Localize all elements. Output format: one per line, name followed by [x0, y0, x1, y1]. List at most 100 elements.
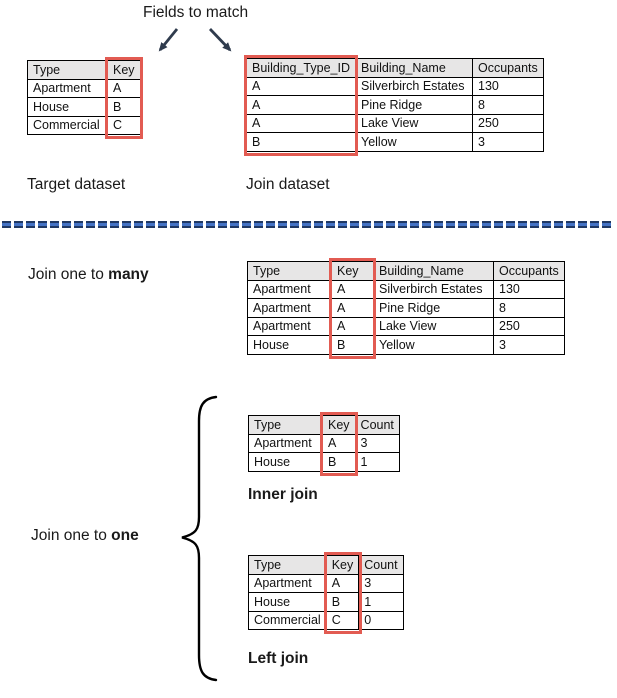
join-one-to-many-label: Join one to many — [28, 266, 149, 284]
left-join-caption: Left join — [248, 650, 309, 667]
table-cell: A — [331, 316, 374, 336]
table-cell: 8 — [472, 95, 544, 115]
fields-to-match-label: Fields to match — [143, 4, 249, 21]
column-header: Type — [248, 555, 327, 575]
table-cell: House — [248, 452, 323, 472]
table-cell: Apartment — [248, 573, 327, 593]
target-dataset-label: Target dataset — [27, 176, 126, 193]
column-header: Key — [322, 415, 356, 435]
join-one-to-many-bold: many — [108, 266, 149, 283]
table-cell: 130 — [472, 76, 544, 96]
table-cell: Yellow — [355, 132, 473, 152]
column-header: Key — [331, 261, 374, 281]
join-one-to-many-prefix: Join one to — [28, 266, 109, 283]
table-cell: C — [325, 610, 360, 630]
table-cell: A — [246, 95, 356, 115]
table-cell: Silverbirch Estates — [355, 76, 473, 96]
column-header: Building_Type_ID — [246, 58, 356, 78]
column-header: Building_Name — [355, 58, 473, 78]
join-dataset-label: Join dataset — [246, 176, 330, 193]
column-header: Occupants — [493, 261, 565, 281]
table-cell: 130 — [493, 279, 565, 299]
arrow-to-target-key-icon — [158, 28, 179, 52]
table-cell: 250 — [472, 113, 544, 133]
table-cell: Pine Ridge — [373, 298, 494, 318]
column-header: Key — [107, 60, 141, 80]
table-cell: Commercial — [248, 610, 327, 630]
table-cell: A — [331, 298, 374, 318]
table-cell: B — [246, 132, 356, 152]
table-cell: Apartment — [27, 78, 108, 98]
column-header: Type — [27, 60, 108, 80]
table-cell: A — [246, 76, 356, 96]
table-cell: Yellow — [373, 335, 494, 355]
table-cell: A — [246, 113, 356, 133]
table-cell: A — [331, 279, 374, 299]
arrow-to-join-key-icon — [208, 28, 232, 52]
table-cell: 8 — [493, 298, 565, 318]
table-cell: Apartment — [247, 316, 332, 336]
column-header: Occupants — [472, 58, 544, 78]
column-header: Count — [354, 415, 400, 435]
column-header: Count — [358, 555, 404, 575]
inner-join-caption: Inner join — [248, 486, 318, 503]
table-cell: Apartment — [248, 433, 323, 453]
table-cell: Apartment — [247, 279, 332, 299]
table-cell: 3 — [354, 433, 400, 453]
column-header: Type — [247, 261, 332, 281]
column-header: Key — [325, 555, 360, 575]
table-cell: B — [322, 452, 356, 472]
table-cell: House — [248, 592, 327, 612]
section-divider — [2, 221, 613, 228]
table-cell: Lake View — [355, 113, 473, 133]
table-cell: Lake View — [373, 316, 494, 336]
table-cell: C — [107, 115, 141, 135]
join-one-to-one-prefix: Join one to — [31, 527, 112, 544]
table-cell: House — [247, 335, 332, 355]
table-cell: 250 — [493, 316, 565, 336]
column-header: Type — [248, 415, 323, 435]
table-cell: 3 — [472, 132, 544, 152]
fields-to-match-arrows — [158, 28, 232, 52]
table-cell: A — [322, 433, 356, 453]
join-one-to-one-label: Join one to one — [31, 527, 139, 545]
join-one-to-one-bold: one — [111, 527, 139, 544]
table-cell: House — [27, 97, 108, 117]
table-cell: 1 — [358, 592, 404, 612]
one-to-one-brace-icon — [181, 395, 218, 682]
table-cell: 3 — [493, 335, 565, 355]
table-cell: 0 — [358, 610, 404, 630]
table-cell: B — [331, 335, 374, 355]
table-cell: A — [107, 78, 141, 98]
table-cell: 3 — [358, 573, 404, 593]
